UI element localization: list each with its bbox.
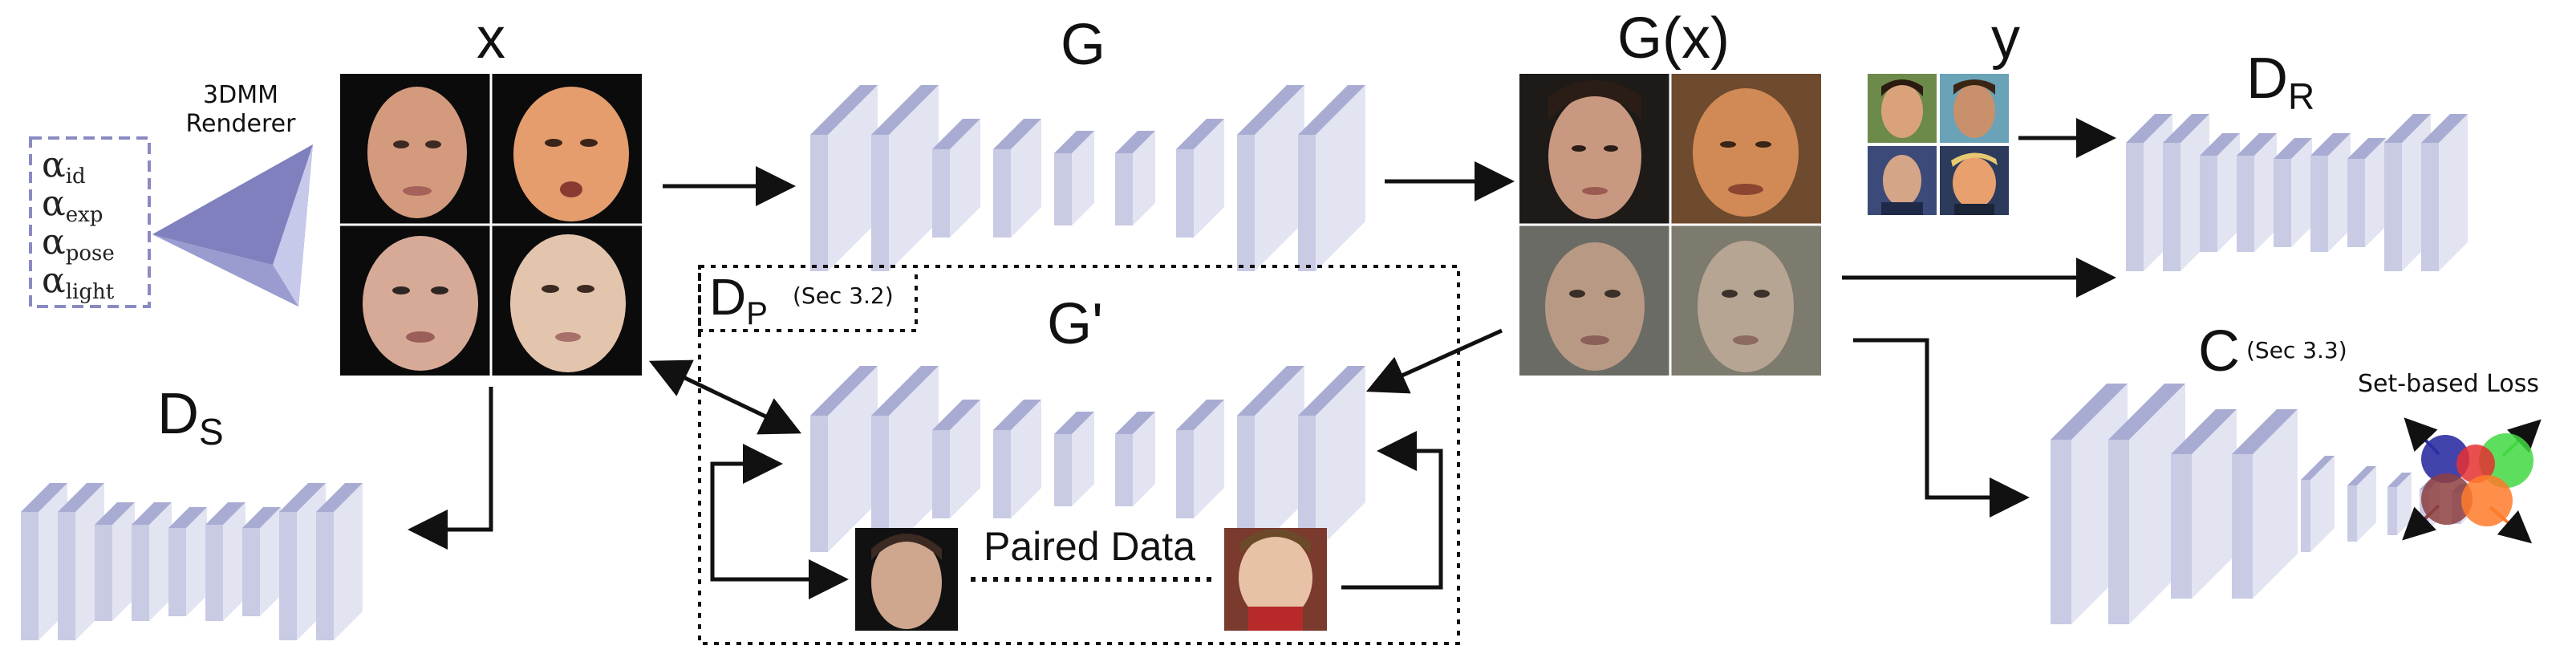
generator-g-prime-layer-8 xyxy=(1237,366,1304,552)
generator-g-prime-layer-1 xyxy=(810,366,878,552)
generator-g-prime-layer-7 xyxy=(1176,400,1224,518)
discriminator-real-layer-7 xyxy=(2347,138,2386,247)
generator-g-layer-4 xyxy=(993,119,1041,238)
discriminator-synthetic-layer-9 xyxy=(316,483,363,640)
real-y-label: y xyxy=(1991,6,2020,71)
parameter-box: αid αexp αpose αlight xyxy=(29,136,151,308)
param-alpha-light: αlight xyxy=(42,260,115,304)
discriminator-synthetic-network xyxy=(21,483,363,640)
generator-g-layer-6 xyxy=(1115,131,1155,225)
real-face-2 xyxy=(1940,74,2009,143)
discriminator-synthetic-layer-5 xyxy=(168,507,207,616)
generator-g-prime-layer-2 xyxy=(871,366,939,552)
real-face-4 xyxy=(1940,146,2009,215)
generator-g-network xyxy=(810,85,1365,271)
generator-g-label: G xyxy=(1061,13,1105,77)
param-alpha-id: αid xyxy=(42,144,86,189)
classifier-layer-3 xyxy=(2171,409,2237,599)
synthetic-face-grid xyxy=(340,74,642,376)
generated-face-grid xyxy=(1519,74,1821,376)
generator-g-prime-layer-4 xyxy=(993,400,1041,518)
disc-synthetic-label: DS xyxy=(157,382,224,453)
discriminator-real-layer-9 xyxy=(2421,114,2468,271)
set-based-loss-icon xyxy=(2402,417,2542,544)
generator-g-layer-2 xyxy=(871,85,939,271)
generator-g-prime-label: G' xyxy=(1047,292,1103,356)
paired-image-adult xyxy=(855,528,958,631)
discriminator-real-layer-4 xyxy=(2237,133,2277,252)
param-alpha-pose: αpose xyxy=(42,221,115,266)
discriminator-real-layer-6 xyxy=(2310,133,2351,252)
arrow-x-to-ds xyxy=(408,387,493,550)
generator-g-prime-layer-6 xyxy=(1115,412,1155,506)
flow-arrows xyxy=(408,118,2116,599)
input-x-label: x xyxy=(477,6,505,71)
classifier-layer-7 xyxy=(2387,473,2412,535)
discriminator-synthetic-layer-6 xyxy=(205,502,245,621)
discriminator-synthetic-layer-4 xyxy=(132,502,172,621)
generated-face-2 xyxy=(1693,88,1799,217)
paired-discriminator-title-box xyxy=(698,265,918,332)
discriminator-synthetic-layer-7 xyxy=(242,507,281,616)
synthetic-face-3 xyxy=(363,236,478,371)
arrow-gx-to-classifier xyxy=(1853,338,2030,518)
classifier-layer-6 xyxy=(2347,466,2376,542)
generator-g-prime-layer-5 xyxy=(1054,412,1094,506)
generated-face-3 xyxy=(1545,242,1645,371)
output-gx-label: G(x) xyxy=(1617,6,1730,71)
real-face-3 xyxy=(1868,146,1937,215)
paired-discriminator-region xyxy=(698,265,1460,645)
paired-data-label: Paired Data xyxy=(984,524,1195,569)
arrow-x-g-prime-bidirectional xyxy=(648,359,802,435)
renderer-pyramid-icon xyxy=(152,144,313,307)
param-alpha-exp: αexp xyxy=(42,183,103,227)
discriminator-real-layer-3 xyxy=(2200,133,2240,252)
discriminator-synthetic-layer-3 xyxy=(95,502,135,621)
renderer-label-line2: Renderer xyxy=(186,110,297,138)
classifier-layer-5 xyxy=(2301,456,2335,552)
generator-g-layer-1 xyxy=(810,85,878,271)
generated-face-4 xyxy=(1698,241,1794,372)
generator-g-prime-layer-3 xyxy=(932,400,980,518)
generator-g-layer-3 xyxy=(932,119,980,238)
generator-g-layer-9 xyxy=(1298,85,1365,271)
paired-image-child xyxy=(1224,528,1327,631)
synthetic-face-2 xyxy=(513,87,629,221)
generated-face-1 xyxy=(1548,80,1641,219)
generator-g-layer-5 xyxy=(1054,131,1094,225)
discriminator-real-layer-5 xyxy=(2274,138,2312,247)
synthetic-face-1 xyxy=(367,87,467,218)
arrow-g-prime-adult-bidirectional xyxy=(710,444,849,599)
discriminator-real-network xyxy=(2126,114,2468,271)
generator-g-layer-8 xyxy=(1237,85,1304,271)
classifier-label: C xyxy=(2198,319,2240,384)
generator-g-layer-7 xyxy=(1176,119,1224,238)
arrow-child-to-g-prime xyxy=(1341,431,1443,590)
set-based-loss-label: Set-based Loss xyxy=(2358,370,2539,398)
disc-paired-section-ref: (Sec 3.2) xyxy=(793,282,894,309)
generator-g-prime-network xyxy=(810,366,1365,552)
renderer-label-line1: 3DMM xyxy=(203,81,278,109)
synthetic-face-4 xyxy=(510,234,626,372)
classifier-section-ref: (Sec 3.3) xyxy=(2246,337,2347,363)
classifier-network xyxy=(2051,384,2469,624)
real-face-grid xyxy=(1868,74,2009,215)
disc-paired-label: DP xyxy=(709,268,768,331)
disc-real-label: DR xyxy=(2246,47,2314,117)
classifier-layer-4 xyxy=(2232,409,2298,599)
generator-g-prime-layer-9 xyxy=(1298,366,1365,552)
arrow-gx-to-g-prime xyxy=(1365,328,1503,394)
real-face-1 xyxy=(1868,74,1937,143)
